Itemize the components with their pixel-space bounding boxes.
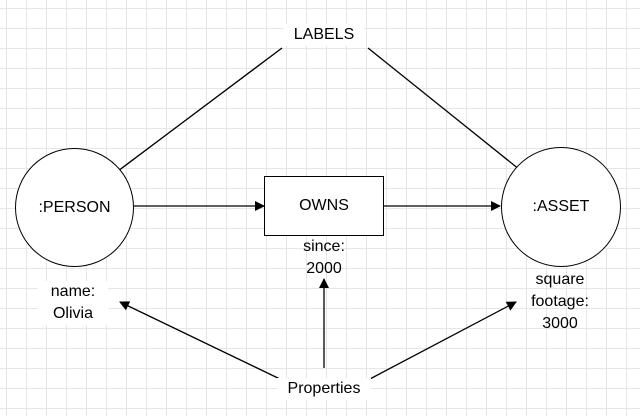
- asset-property-line-1: square: [535, 271, 585, 288]
- arrow-labels-to-person: [89, 47, 283, 193]
- owns-node[interactable]: OWNS: [264, 176, 384, 236]
- arrow-properties-to-asset-property: [367, 301, 517, 381]
- owns-property: since: 2000: [290, 236, 358, 280]
- owns-property-key: since:: [303, 238, 345, 255]
- asset-property: square footage: 3000: [520, 269, 600, 335]
- owns-property-value: 2000: [306, 260, 342, 277]
- labels-annotation: LABELS: [284, 24, 364, 46]
- properties-annotation-text: Properties: [287, 380, 361, 397]
- asset-node[interactable]: :ASSET: [501, 147, 621, 267]
- asset-node-label: :ASSET: [532, 198, 590, 215]
- owns-node-label: OWNS: [299, 197, 349, 214]
- arrow-properties-to-person-property: [119, 301, 283, 381]
- person-property-value: Olivia: [52, 305, 93, 322]
- asset-property-line-3: 3000: [542, 315, 578, 332]
- person-property: name: Olivia: [38, 281, 108, 325]
- properties-annotation: Properties: [277, 378, 371, 400]
- person-property-key: name:: [50, 283, 96, 300]
- person-node-label: :PERSON: [38, 198, 111, 216]
- person-node[interactable]: :PERSON: [15, 148, 134, 267]
- labels-annotation-text: LABELS: [293, 26, 355, 43]
- asset-property-line-2: footage:: [531, 293, 589, 310]
